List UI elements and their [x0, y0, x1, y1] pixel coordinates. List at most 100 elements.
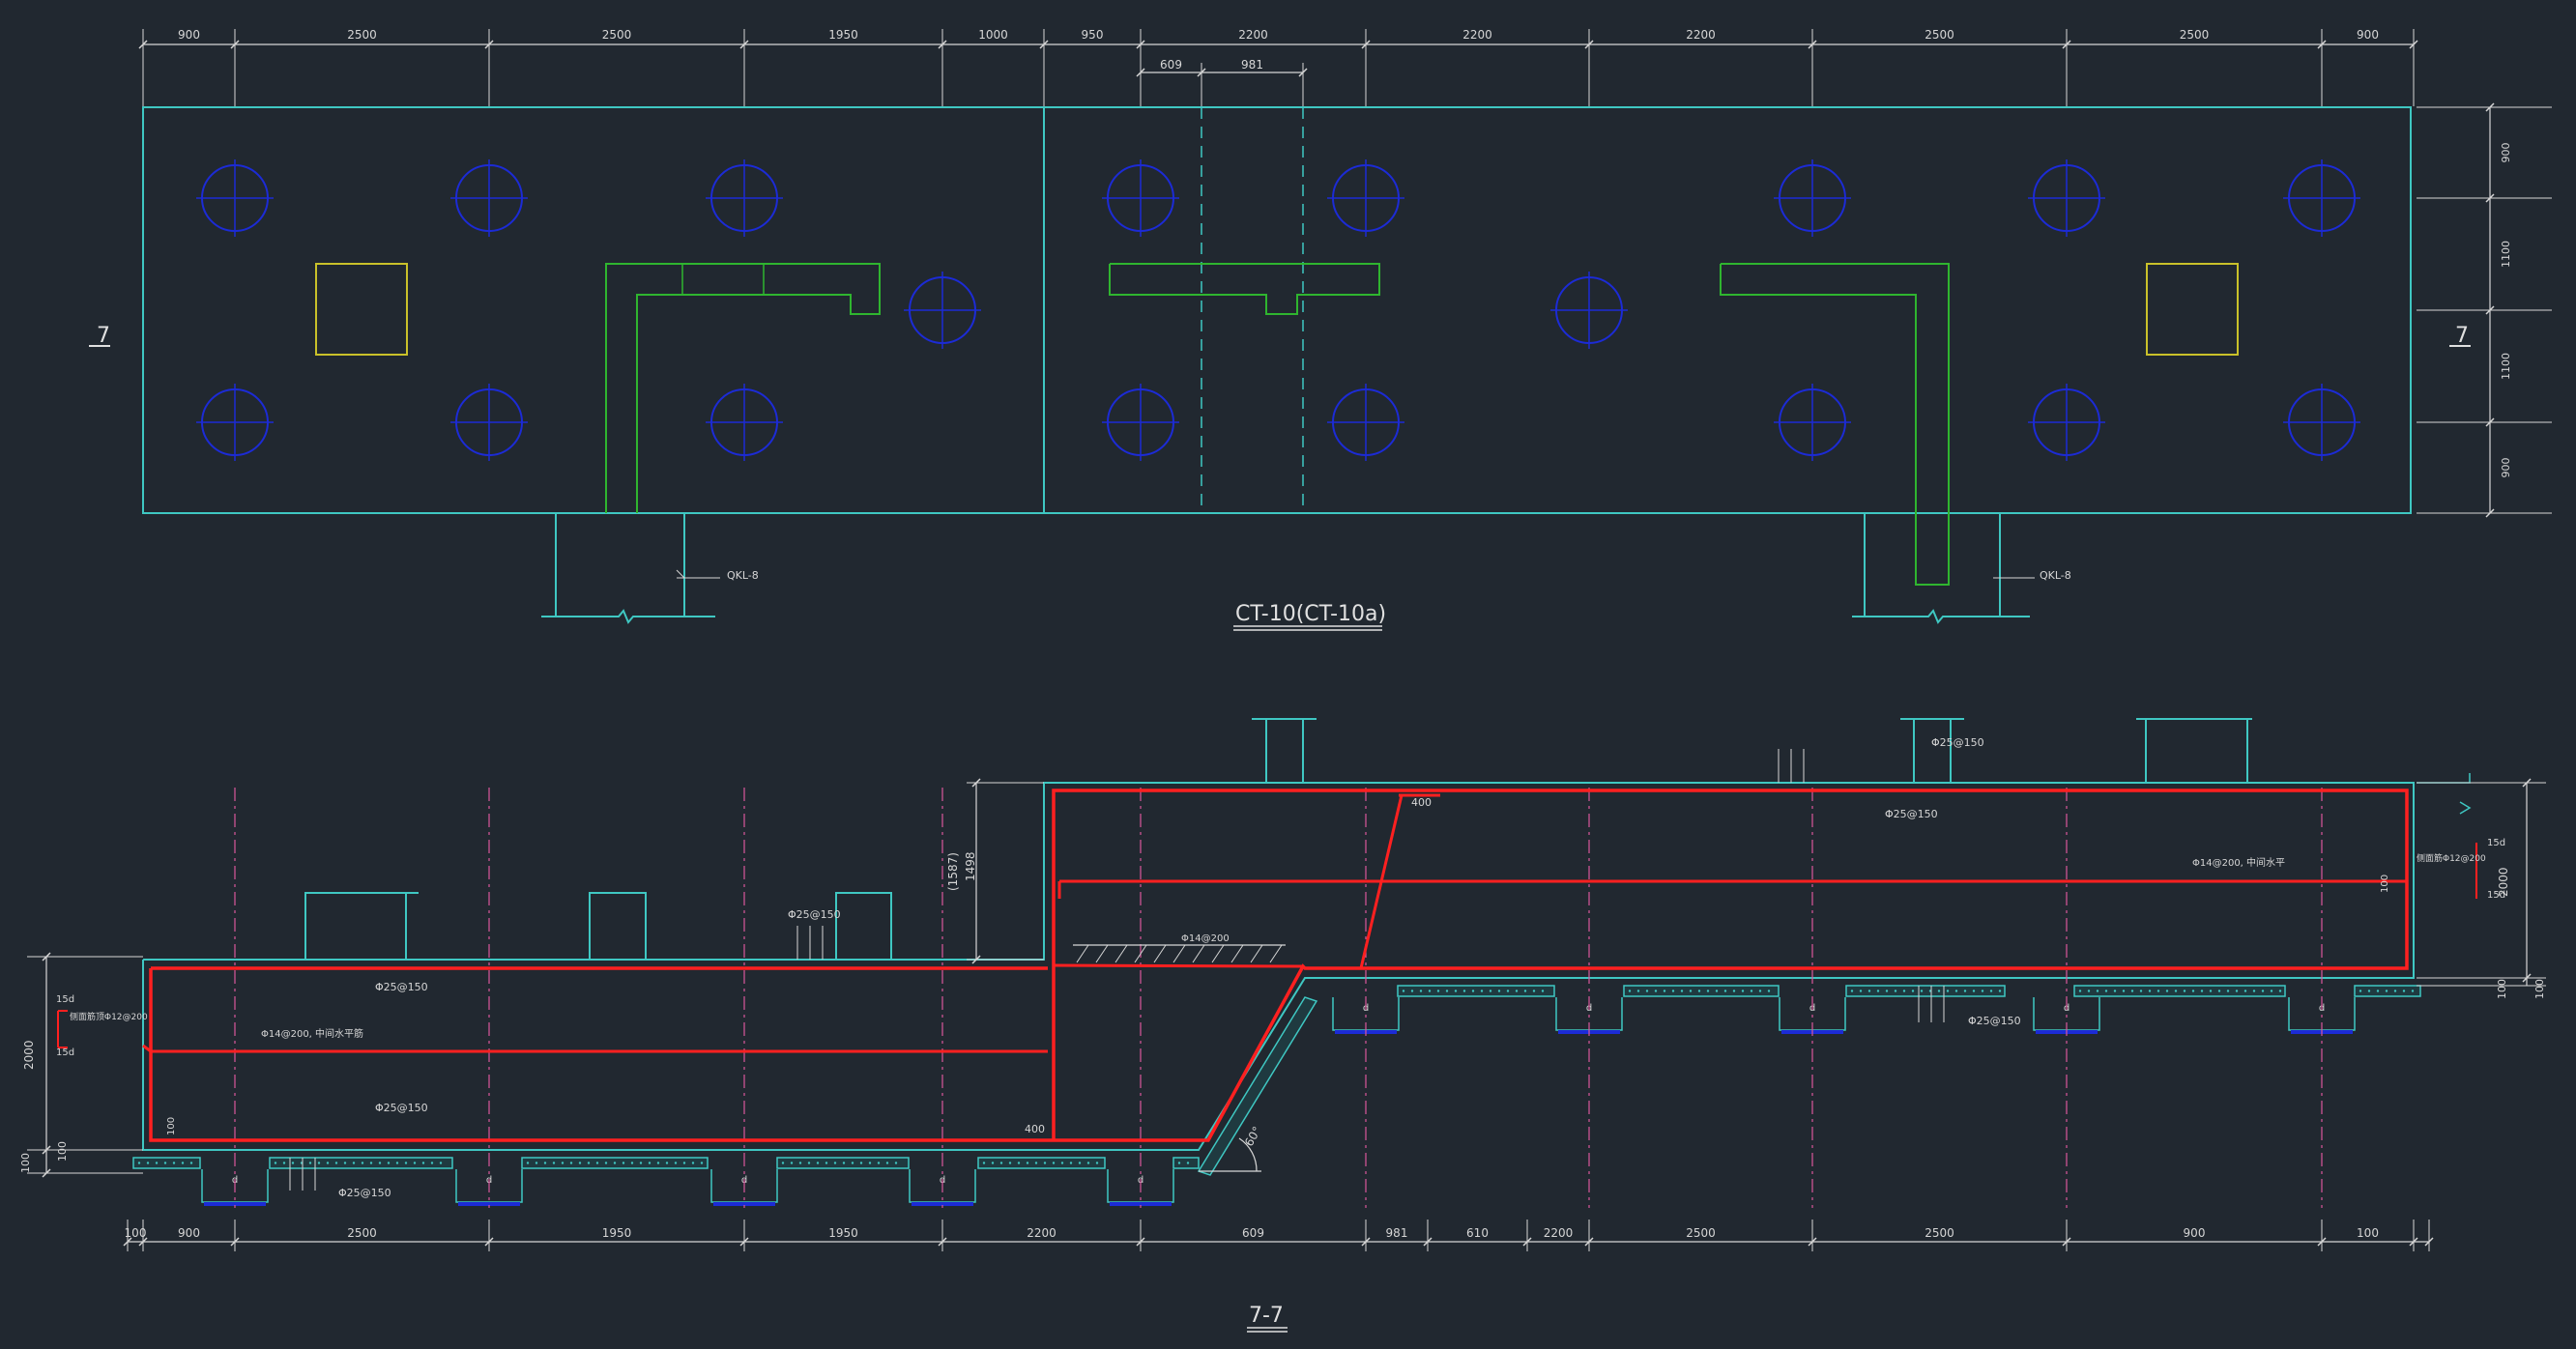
lean-concrete-dot: [1885, 990, 1889, 992]
lean-concrete-dot: [781, 1162, 785, 1164]
rebar-dot: [949, 966, 953, 970]
right-dim-lower2: 100: [2533, 979, 2546, 999]
lean-concrete-strip: [132, 1157, 201, 1169]
top-dim-label: 2200: [1686, 28, 1716, 42]
rebar-dot: [2001, 789, 2005, 792]
lean-concrete-dot: [2226, 990, 2230, 992]
lean-concrete-dot: [317, 1162, 321, 1164]
rebar-label-mid-right: Φ14@200, 中间水平: [2192, 856, 2285, 869]
left-dim-lower2: 100: [56, 1141, 69, 1162]
bottom-dim-label: 609: [1242, 1226, 1264, 1240]
lean-concrete-dot: [2359, 990, 2362, 992]
rebar-dot: [1643, 789, 1647, 792]
lean-concrete-dot: [1471, 990, 1475, 992]
plan-right-dim-label: 900: [2500, 458, 2512, 478]
lean-concrete-strip: [1623, 985, 1780, 997]
top-dim-label: 1950: [828, 28, 858, 42]
small-dim-right: 100: [2380, 875, 2390, 893]
slope-hatch-tick: [1153, 944, 1167, 963]
rebar-dot: [1021, 966, 1025, 970]
bottom-dim-tick: [739, 1237, 749, 1247]
plan-column-left: [315, 263, 408, 356]
lean-concrete-dot: [1177, 1162, 1181, 1164]
step-dim-tick: [971, 955, 981, 964]
lean-concrete-dot: [790, 1162, 794, 1164]
lean-concrete-dot: [308, 1162, 312, 1164]
bottom-dim-label: 900: [2184, 1226, 2206, 1240]
lean-concrete-dot: [1972, 990, 1976, 992]
left-dim-lower: 100: [19, 1153, 32, 1173]
bottom-dim-tick: [2317, 1237, 2327, 1247]
rebar-label-top-lower: Φ25@150: [1885, 808, 1938, 820]
lean-concrete-dot: [1758, 990, 1762, 992]
lean-concrete-dot: [2376, 990, 2380, 992]
lean-concrete-dot: [352, 1162, 356, 1164]
section-left-dim-tick: [42, 1145, 51, 1155]
section-mark-right: 7: [2455, 324, 2469, 348]
bottom-dim-tick: [484, 1237, 494, 1247]
lean-concrete-dot: [535, 1162, 538, 1164]
lean-concrete-dot: [859, 1162, 863, 1164]
slope-hatch-tick: [1192, 944, 1205, 963]
bottom-dim-tick: [1584, 1237, 1594, 1247]
lean-concrete-dot: [561, 1162, 564, 1164]
bottom-dim-tick: [2409, 1237, 2418, 1247]
lean-concrete-dot: [1628, 990, 1632, 992]
plan-right-dim-tick: [2485, 508, 2495, 518]
lean-concrete-dot: [999, 1162, 1003, 1164]
section-stub-top-c: [2145, 718, 2248, 783]
lean-concrete-dot: [2165, 990, 2169, 992]
lean-concrete-dot: [1445, 990, 1449, 992]
plan-right-dim-tick: [2485, 417, 2495, 427]
lean-concrete-dot: [1767, 990, 1771, 992]
top-dim-tick: [1584, 40, 1594, 49]
lean-concrete-dot: [172, 1162, 176, 1164]
rebar-dot: [449, 966, 452, 970]
bottom-dim-tick: [138, 1237, 148, 1247]
lean-concrete-dot: [1689, 990, 1693, 992]
lean-concrete-dot: [885, 1162, 889, 1164]
rebar-label-right-bottom: Φ25@150: [1968, 1015, 2021, 1027]
lean-concrete-dot: [1523, 990, 1527, 992]
section-stub-left-a: [304, 892, 419, 960]
bottom-dim-label: 2200: [1544, 1226, 1574, 1240]
lean-concrete-dot: [163, 1162, 167, 1164]
lean-concrete-dot: [1052, 1162, 1056, 1164]
lean-concrete-dot: [291, 1162, 295, 1164]
rebar-dot: [806, 966, 810, 970]
lean-concrete-dot: [1541, 990, 1545, 992]
lean-concrete-dot: [1454, 990, 1458, 992]
lean-concrete-dot: [361, 1162, 364, 1164]
lap-label-bottom-right: 15d: [2487, 890, 2505, 901]
rebar-label-slope-hatch: Φ14@200: [1181, 933, 1230, 944]
lean-concrete-dot: [1095, 1162, 1099, 1164]
lean-concrete-dot: [2191, 990, 2195, 992]
bottom-dim-label: 100: [125, 1226, 147, 1240]
lean-concrete-dot: [604, 1162, 608, 1164]
lean-concrete-dot: [1697, 990, 1701, 992]
lean-concrete-dot: [1723, 990, 1727, 992]
lean-concrete-dot: [982, 1162, 986, 1164]
lean-concrete-dot: [421, 1162, 425, 1164]
top-dim-label: 2500: [1925, 28, 1954, 42]
rebar-dot: [1429, 789, 1433, 792]
lean-concrete-dot: [1069, 1162, 1073, 1164]
top-dim-tick: [938, 40, 947, 49]
lean-concrete-dot: [868, 1162, 872, 1164]
lean-concrete-dot: [2096, 990, 2099, 992]
plan-wall-left: [605, 263, 881, 513]
slope-hatch-tick: [1230, 944, 1244, 963]
lean-concrete-strip: [269, 1157, 453, 1169]
lean-concrete-dot: [189, 1162, 193, 1164]
lean-concrete-dot: [1078, 1162, 1082, 1164]
lean-concrete-dot: [1680, 990, 1684, 992]
lap-label-top-left: 15d: [56, 994, 74, 1005]
lean-concrete-dot: [2411, 990, 2415, 992]
bottom-dim-label: 981: [1386, 1226, 1408, 1240]
lean-concrete-dot: [2243, 990, 2247, 992]
lean-concrete-strip: [1845, 985, 2006, 997]
slope-hatch-tick: [1134, 944, 1147, 963]
lean-concrete-dot: [2252, 990, 2256, 992]
